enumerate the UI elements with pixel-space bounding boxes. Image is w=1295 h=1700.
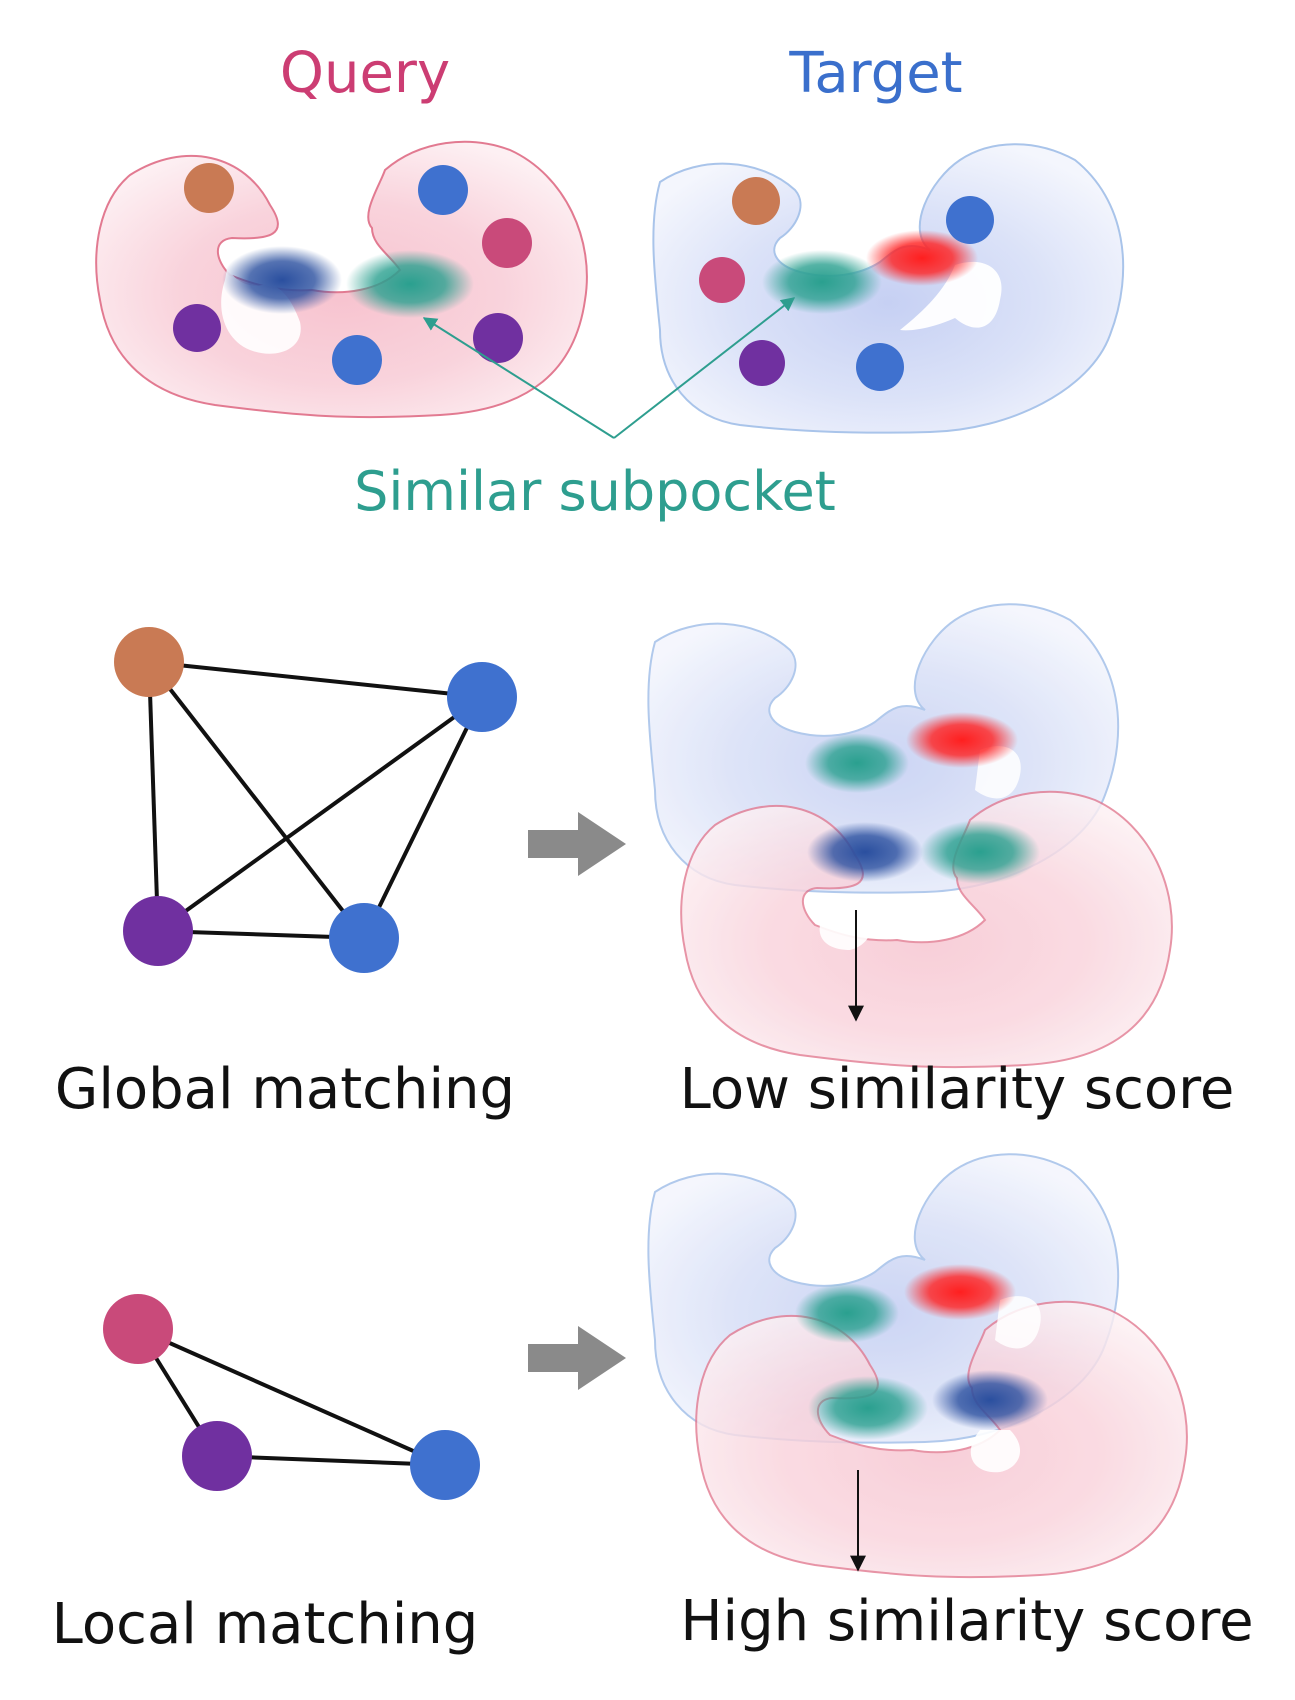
- target-crimson-atom: [699, 257, 745, 303]
- navy-subsite: [222, 246, 342, 314]
- target-orange-atom: [732, 177, 780, 225]
- overlay-pocket-local: [647, 1153, 1188, 1579]
- blue-node: [329, 903, 399, 973]
- edge: [148, 660, 483, 699]
- target-blue-atom-1: [946, 196, 994, 244]
- overlay-pocket-global: [647, 603, 1173, 1069]
- query-title: Query: [280, 41, 450, 106]
- query-blue-atom-2: [332, 335, 382, 385]
- teal-subsite: [805, 733, 909, 793]
- orange-node: [114, 627, 184, 697]
- target-blue-atom-2: [856, 343, 904, 391]
- blue-node: [410, 1430, 480, 1500]
- subpocket-arrows: [422, 297, 796, 439]
- edge: [137, 1327, 446, 1467]
- navy-subsite: [932, 1370, 1048, 1430]
- similar-subpocket-label: Similar subpocket: [354, 460, 836, 523]
- edge: [147, 661, 160, 932]
- teal-subsite-target: [762, 250, 882, 314]
- teal-subsite-query: [346, 250, 474, 318]
- query-orange-atom: [184, 163, 234, 213]
- blue-node: [447, 662, 517, 732]
- teal-subsite: [920, 820, 1040, 884]
- low-similarity-label: Low similarity score: [680, 1057, 1235, 1122]
- edge: [147, 660, 366, 940]
- query-purple-atom-1: [173, 304, 221, 352]
- purple-node: [182, 1421, 252, 1491]
- query-crimson-atom: [482, 218, 532, 268]
- right-arrow-icon: [528, 1326, 626, 1390]
- global-matching-graph: [114, 627, 517, 973]
- target-title: Target: [788, 41, 962, 106]
- high-similarity-label: High similarity score: [680, 1589, 1253, 1654]
- target-pocket: [652, 143, 1125, 434]
- edge: [362, 696, 484, 939]
- target-red-subsite: [866, 230, 978, 286]
- right-arrow-icon: [528, 812, 626, 876]
- crimson-node: [103, 1294, 173, 1364]
- teal-subsite: [808, 1376, 928, 1440]
- query-purple-atom-2: [473, 313, 523, 363]
- query-blue-atom-1: [418, 165, 468, 215]
- local-matching-graph: [103, 1294, 480, 1500]
- navy-subsite: [807, 822, 923, 882]
- purple-node: [123, 896, 193, 966]
- global-matching-label: Global matching: [55, 1057, 515, 1122]
- red-subsite: [906, 712, 1018, 768]
- local-matching-label: Local matching: [52, 1592, 479, 1657]
- target-purple-atom: [739, 340, 785, 386]
- edge: [216, 1454, 446, 1467]
- edge: [156, 695, 484, 933]
- teal-subsite: [795, 1283, 899, 1343]
- red-subsite: [904, 1264, 1016, 1320]
- query-pocket: [95, 140, 588, 419]
